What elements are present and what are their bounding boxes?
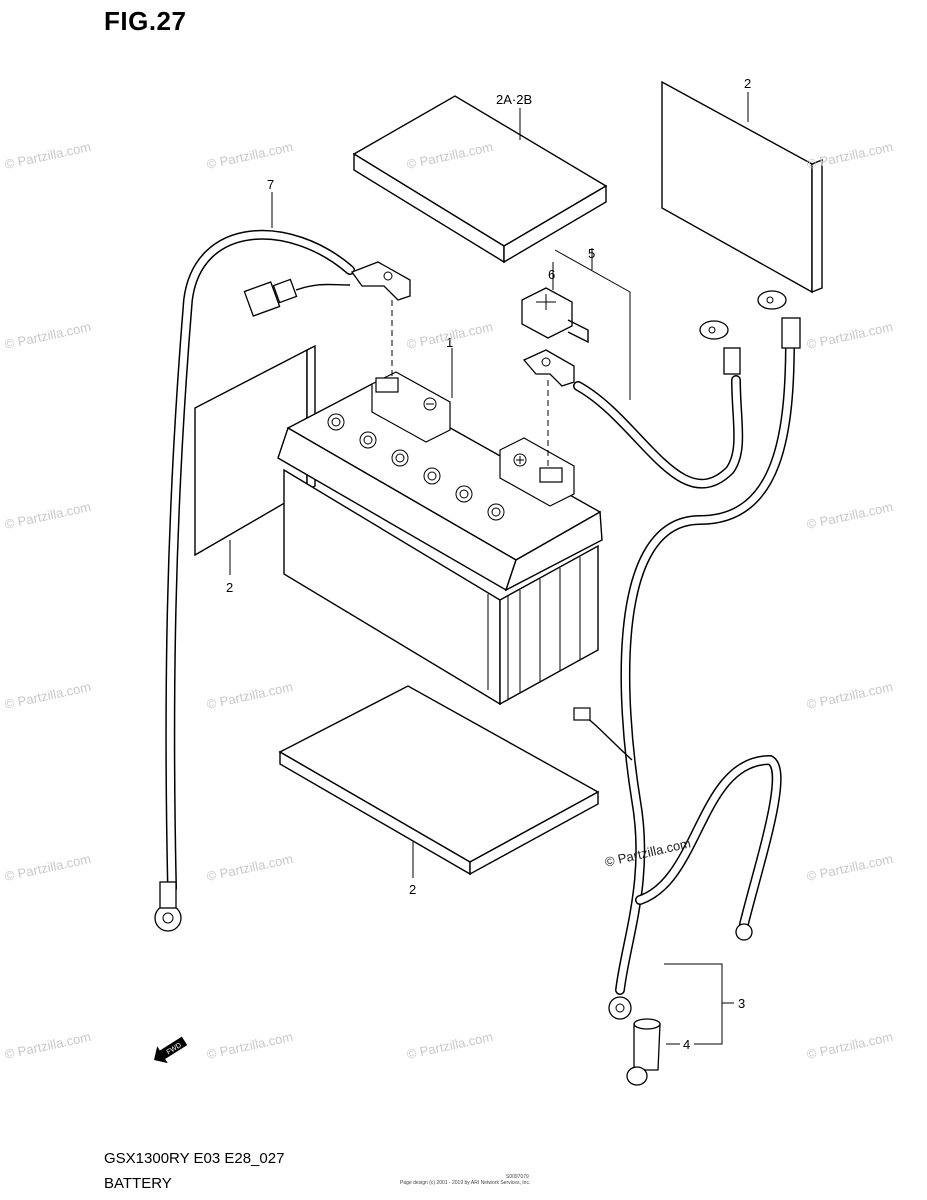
- boot-4[interactable]: [626, 1018, 661, 1086]
- model-code: GSX1300RY E03 E28_027: [104, 1150, 285, 1167]
- cable-5[interactable]: [522, 320, 744, 489]
- callout-6: 6: [548, 267, 555, 282]
- pad-2-bottom[interactable]: [278, 685, 600, 876]
- fwd-label: FWD: [166, 1042, 183, 1056]
- terminal-cover-6[interactable]: [521, 287, 589, 344]
- cable-7[interactable]: [154, 229, 411, 932]
- callout-4: 4: [683, 1037, 690, 1052]
- callout-2-left: 2: [226, 580, 233, 595]
- harness-3[interactable]: [573, 290, 801, 1020]
- credit-code: S0097079: [506, 1174, 529, 1180]
- battery[interactable]: [277, 371, 603, 706]
- callout-2a-2b: 2A·2B: [496, 92, 532, 107]
- callout-2-top-right: 2: [744, 76, 751, 91]
- pad-2-top-right[interactable]: [661, 80, 823, 294]
- fwd-arrow-icon: FWD: [154, 1036, 188, 1064]
- callout-1: 1: [446, 335, 453, 350]
- figure-name: BATTERY: [104, 1175, 172, 1192]
- callout-5: 5: [588, 246, 595, 261]
- figure-title: FIG.27: [104, 6, 187, 36]
- callout-3: 3: [738, 996, 745, 1011]
- credit-line: Page design (c) 2001 - 2019 by ARI Netwo…: [400, 1180, 531, 1186]
- pad-2a-2b[interactable]: [352, 95, 608, 264]
- callout-7: 7: [267, 177, 274, 192]
- callout-2-bottom: 2: [409, 882, 416, 897]
